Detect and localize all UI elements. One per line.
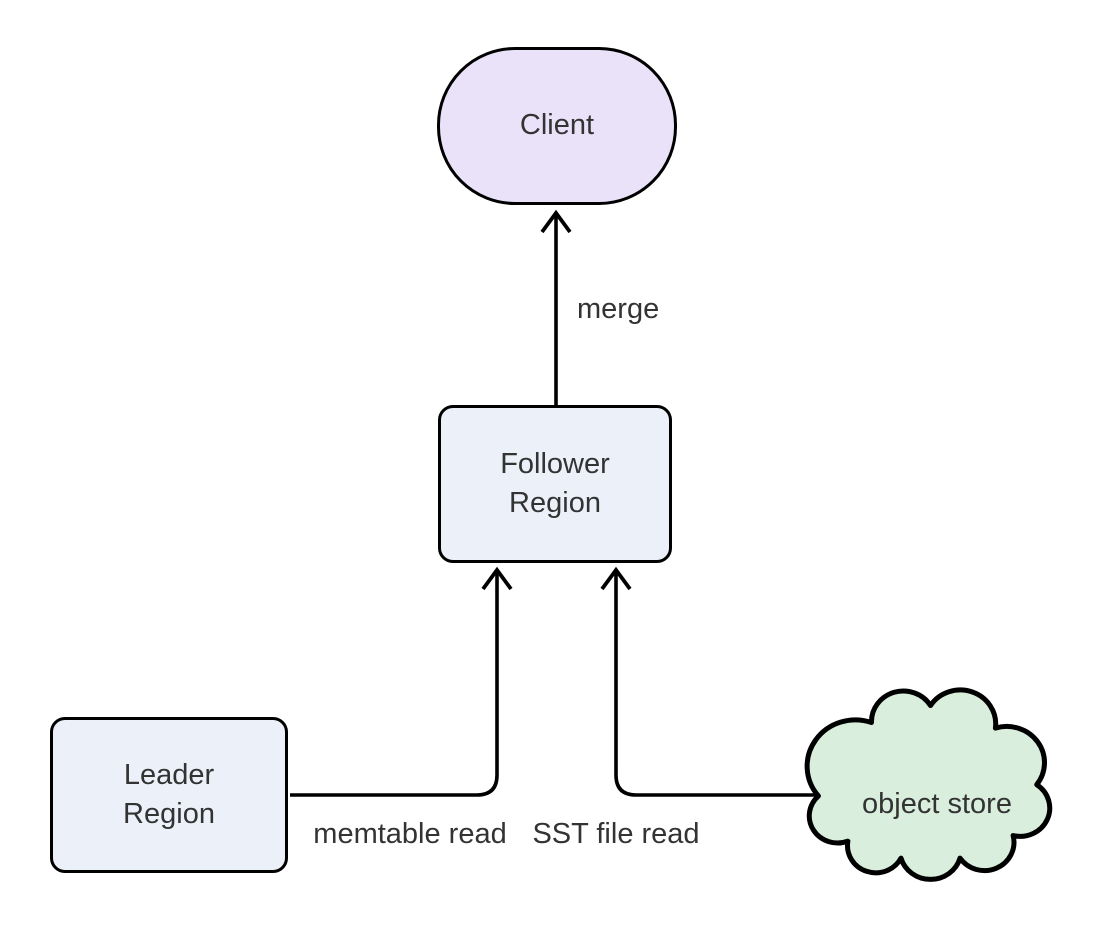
edge-label-merge: merge bbox=[577, 293, 660, 325]
node-client-label: Client bbox=[519, 109, 595, 142]
edge-label-sst-file-read: SST file read bbox=[532, 818, 700, 850]
node-follower-region-label: Follower Region bbox=[500, 447, 610, 519]
node-object-store-label: object store bbox=[862, 788, 1012, 820]
edge-label-memtable-read: memtable read bbox=[313, 818, 507, 850]
edge-merge-arrowhead bbox=[540, 209, 572, 234]
node-client: Client bbox=[437, 47, 677, 205]
node-leader-region: Leader Region bbox=[50, 717, 288, 873]
object-store-cloud-shape bbox=[807, 690, 1050, 879]
edge-memtable-read-line bbox=[290, 573, 499, 797]
edge-sst-file-read-arrowhead bbox=[600, 566, 632, 591]
edge-memtable-read-arrowhead bbox=[481, 566, 513, 591]
node-leader-region-label: Leader Region bbox=[123, 758, 215, 830]
node-follower-region: Follower Region bbox=[438, 405, 672, 563]
edge-sst-file-read-line bbox=[614, 573, 818, 797]
